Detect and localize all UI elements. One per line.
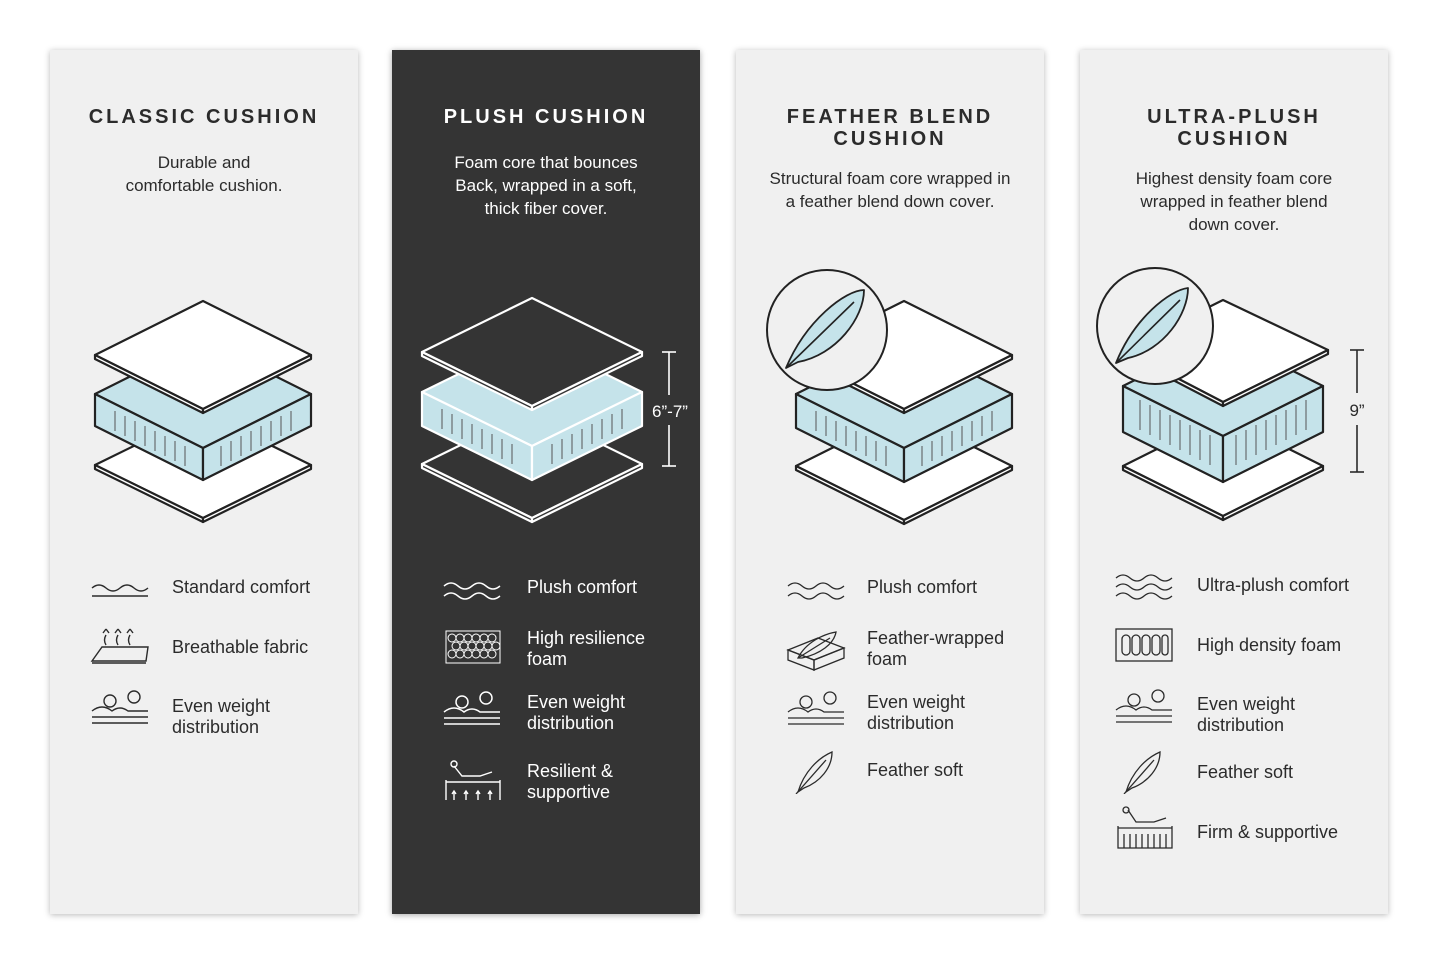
feature-label: Feather-wrapped foam [867,628,1005,669]
card-plush-cushion: PLUSH CUSHION Foam core that bounces Bac… [392,50,700,914]
waves-icon [787,582,845,600]
feature-label: Firm & supportive [1197,822,1339,842]
feature-label: Ultra-plush comfort [1197,575,1350,595]
feature-label: High density foam [1197,635,1342,655]
card-title: PLUSH CUSHION [443,106,649,128]
feather-badge-icon [766,269,888,391]
feature-label: Feather soft [1197,762,1294,782]
triple-waves-icon [1115,574,1173,600]
feather-badge-icon [1096,267,1214,385]
breathable-fabric-icon [90,628,149,664]
feather-icon [1123,751,1161,794]
card-ultra-plush-cushion: ULTRA-PLUSH CUSHION Highest density foam… [1080,50,1388,914]
height-measurement: 9” [1349,401,1364,420]
card-description: Structural foam core wrapped in a feathe… [769,169,1011,211]
weight-distribution-icon [91,690,148,724]
card-feather-blend-cushion: FEATHER BLEND CUSHION Structural foam co… [736,50,1044,914]
feather-icon [795,751,833,794]
feature-label: High resilience foam [527,628,646,669]
feature-label: Even weight distribution [1197,694,1296,735]
feature-label: Resilient & supportive [527,761,614,802]
feature-label: Plush comfort [867,577,978,597]
card-title: CLASSIC CUSHION [88,106,320,128]
feature-label: Breathable fabric [172,637,309,657]
feature-label: Even weight distribution [172,696,271,737]
feature-label: Even weight distribution [527,692,626,733]
waves-icon [443,582,501,600]
card-classic-cushion: CLASSIC CUSHION Durable and comfortable … [50,50,358,914]
card-title: FEATHER BLEND CUSHION [786,106,994,150]
honeycomb-foam-icon [445,630,501,664]
resilient-support-icon [445,760,501,800]
feather-wrapped-foam-icon [786,631,846,671]
feature-label: Even weight distribution [867,692,966,733]
feature-label: Plush comfort [527,577,638,597]
feature-label: Feather soft [867,760,964,780]
card-title: ULTRA-PLUSH CUSHION [1147,106,1321,150]
weight-distribution-icon [1115,689,1172,723]
wave-icon [91,584,149,597]
firm-support-icon [1117,806,1173,849]
card-description: Highest density foam core wrapped in fea… [1135,169,1333,234]
weight-distribution-icon [787,691,844,725]
high-density-foam-icon [1115,628,1173,662]
card-description: Foam core that bounces Back, wrapped in … [454,153,638,218]
card-description: Durable and comfortable cushion. [125,153,283,195]
height-measurement: 6”-7” [652,402,688,421]
feature-label: Standard comfort [172,577,311,597]
weight-distribution-icon [443,691,500,725]
